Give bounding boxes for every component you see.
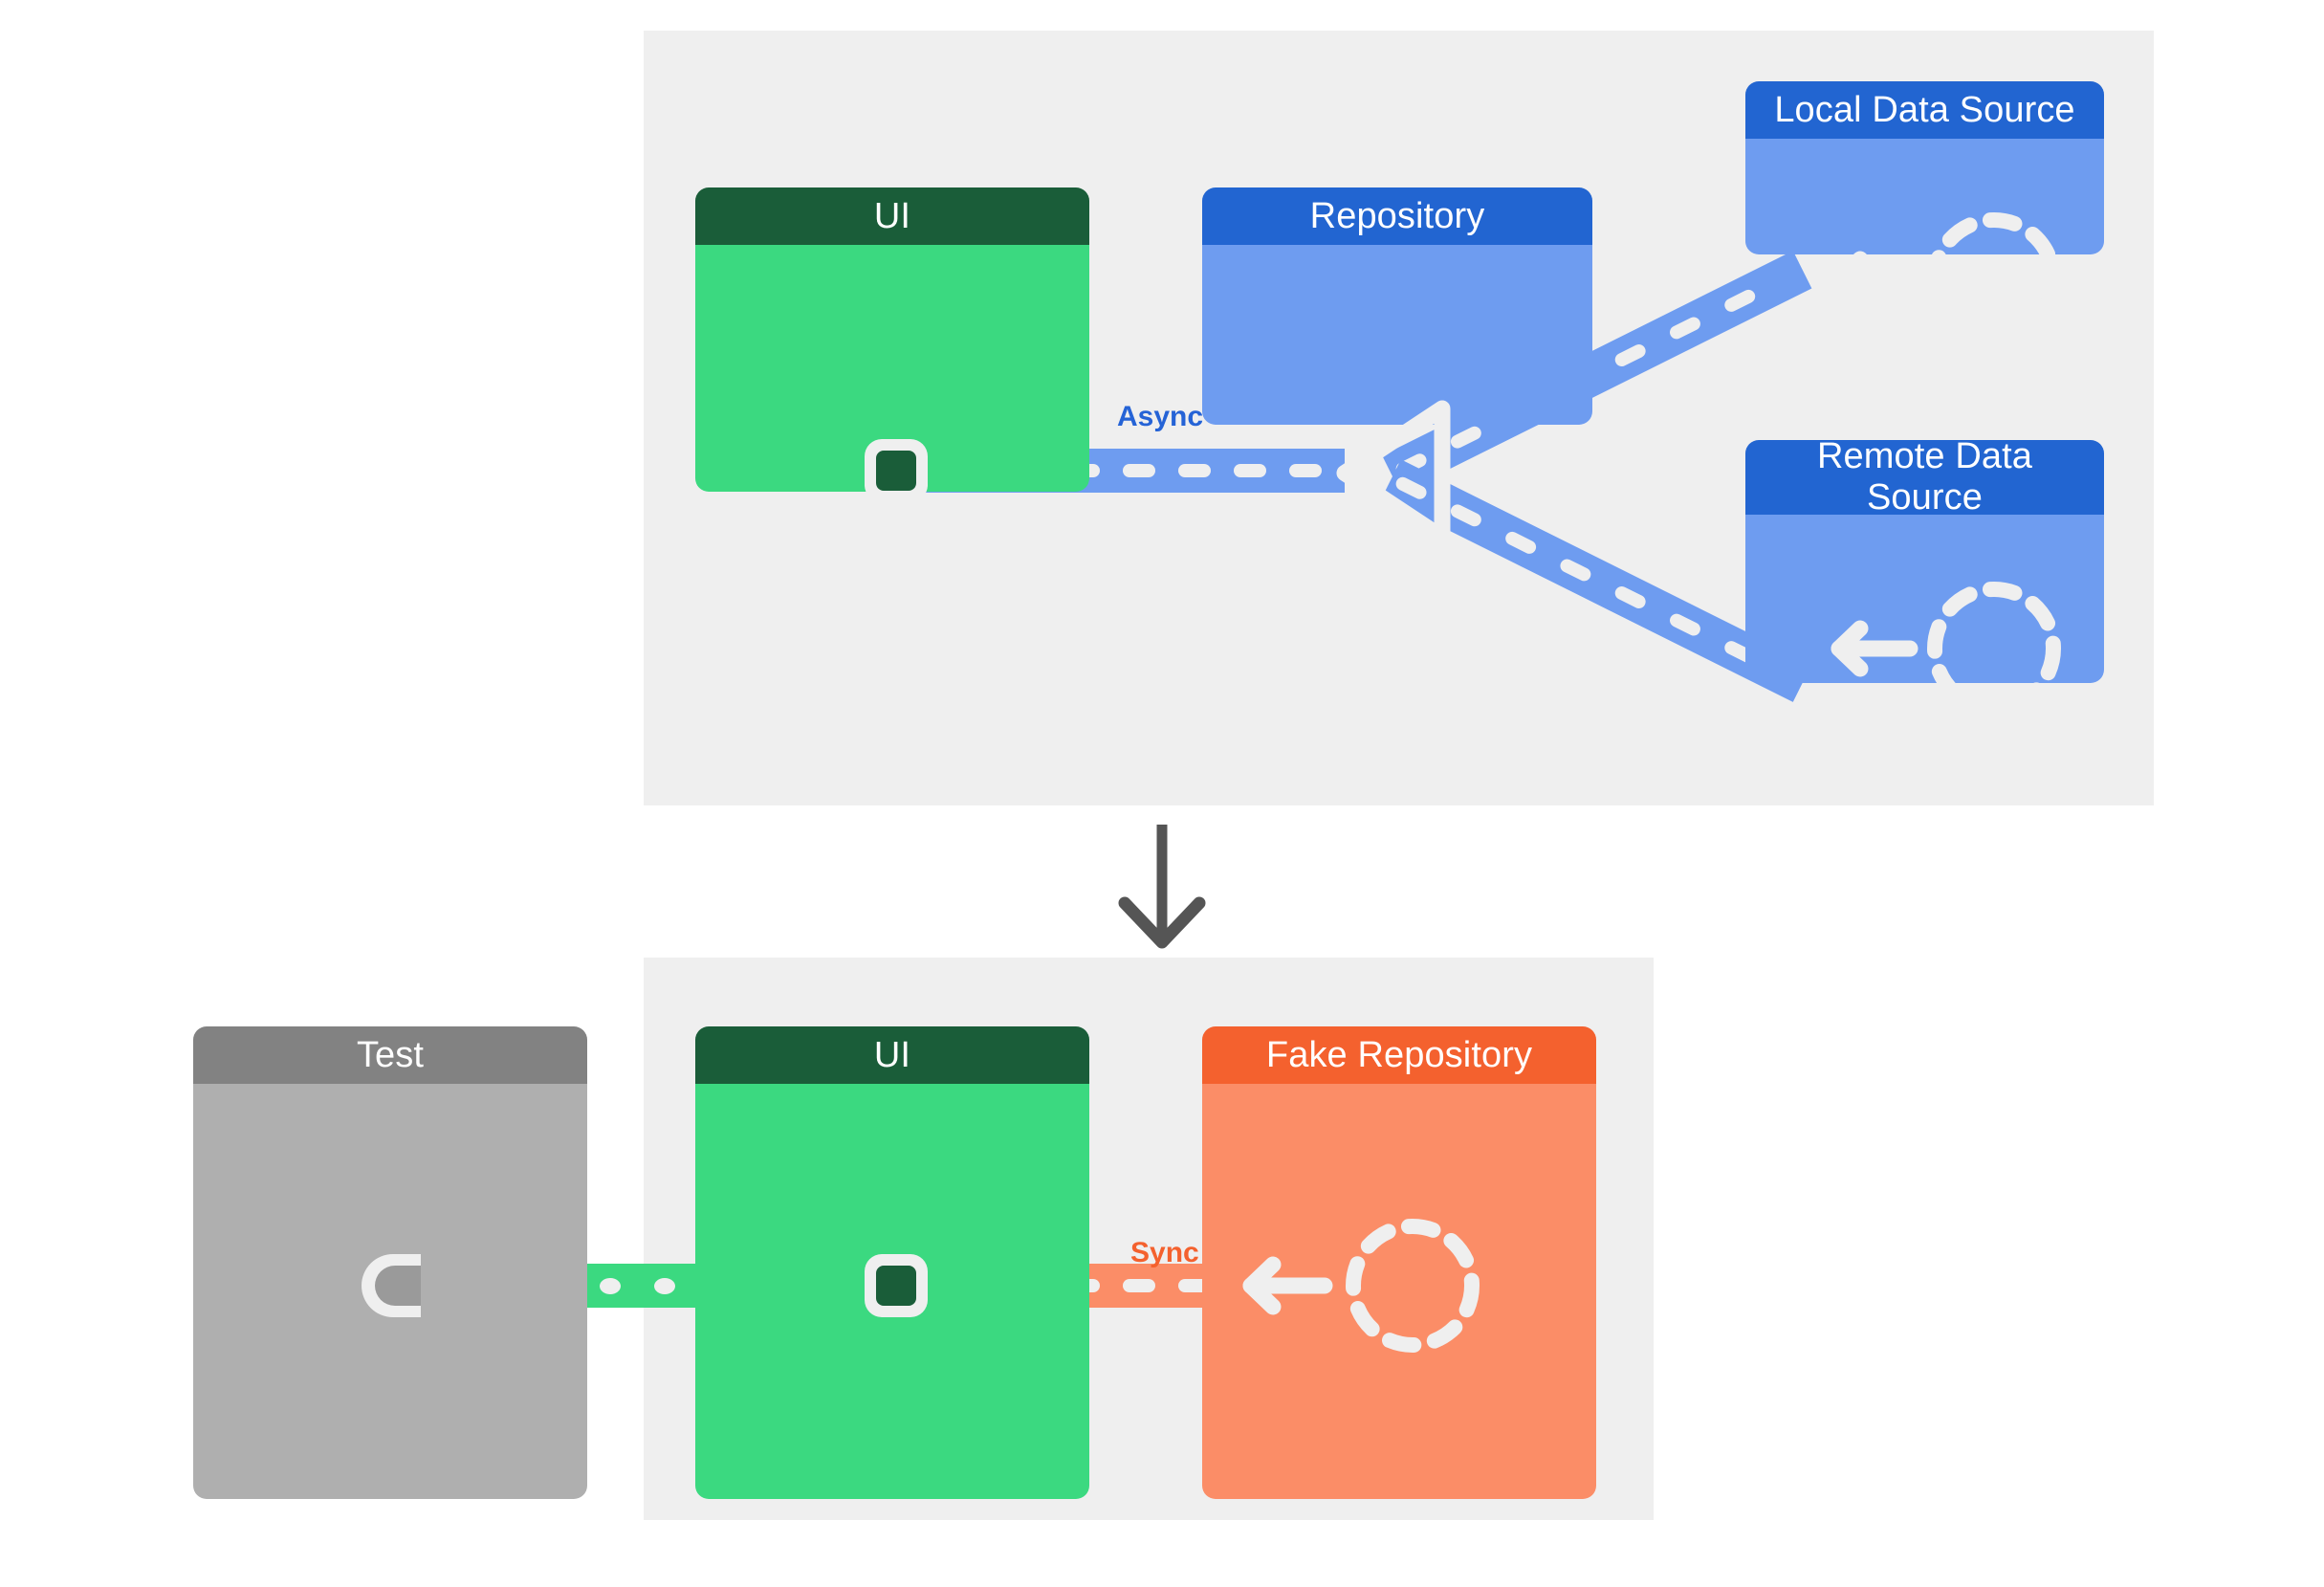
square-plug-socket-icon	[865, 1254, 928, 1317]
node-remote-data-source[interactable]: Remote Data Source	[1745, 440, 2104, 683]
node-fake-repository[interactable]: Fake Repository	[1202, 1026, 1596, 1499]
dash	[1178, 464, 1211, 477]
edge-label-async: Async	[1117, 401, 1204, 432]
square-plug-socket-icon	[865, 439, 928, 502]
node-test-title: Test	[193, 1026, 587, 1084]
node-fake-repository-body	[1202, 1084, 1596, 1499]
node-remote-data-source-body	[1745, 515, 2104, 683]
node-ui-test-title: UI	[695, 1026, 1089, 1084]
dot	[600, 1277, 621, 1294]
dash	[1289, 464, 1322, 477]
node-local-data-source-body	[1745, 139, 2104, 254]
node-remote-data-source-title: Remote Data Source	[1745, 440, 2104, 518]
node-ui-production-title: UI	[695, 187, 1089, 245]
node-repository-body	[1202, 245, 1592, 425]
title-line-1: Remote Data	[1817, 440, 2032, 477]
title-line-2: Source	[1866, 477, 1983, 518]
dot	[654, 1277, 675, 1294]
down-arrow-icon	[1118, 825, 1206, 949]
node-fake-repository-title: Fake Repository	[1202, 1026, 1596, 1084]
node-local-data-source[interactable]: Local Data Source	[1745, 81, 2104, 254]
node-repository-title: Repository	[1202, 187, 1592, 245]
node-repository[interactable]: Repository	[1202, 187, 1592, 425]
node-local-data-source-title: Local Data Source	[1745, 81, 2104, 139]
d-plug-socket-icon	[362, 1254, 421, 1317]
dash	[1234, 464, 1266, 477]
dash	[1123, 1279, 1155, 1292]
edge-label-sync: Sync	[1130, 1237, 1199, 1268]
dash	[1123, 464, 1155, 477]
